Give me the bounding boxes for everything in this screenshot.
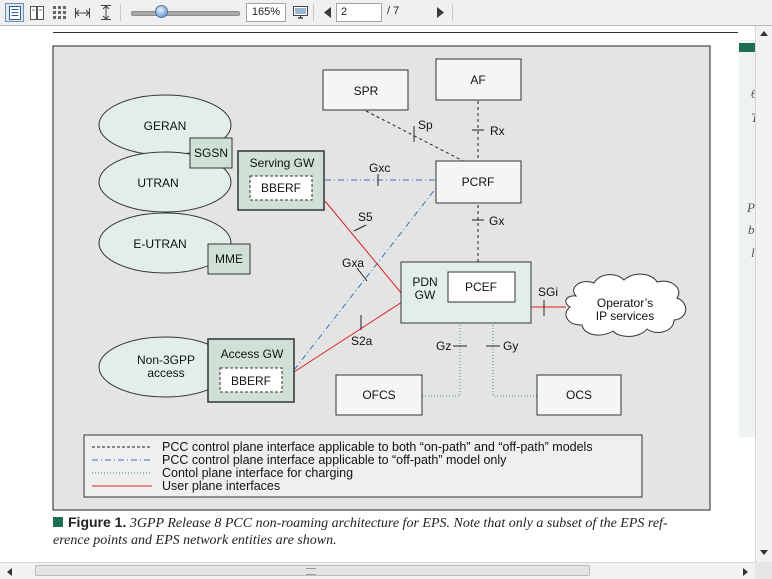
gxa-label: Gxa (342, 256, 364, 270)
page-total-label: / 7 (387, 5, 400, 17)
horizontal-scrollbar[interactable] (0, 562, 755, 579)
single-page-view-icon[interactable] (5, 3, 24, 22)
sp-label: Sp (418, 118, 433, 132)
mme-label: MME (215, 252, 243, 266)
pcrf-label: PCRF (462, 175, 495, 189)
non3gpp-label-line1: Non-3GPP (137, 353, 195, 367)
bberf-box (219, 367, 283, 393)
pcef-box (447, 271, 516, 303)
caption-text-line1: 3GPP Release 8 PCC non-roaming architect… (129, 516, 668, 531)
s5-link (324, 200, 403, 295)
scrollbar-corner (755, 562, 772, 579)
legend-text: PCC control plane interface applicable t… (162, 440, 593, 454)
adjacent-column-text: b (748, 222, 755, 237)
af-node (435, 58, 522, 101)
s5-tick (353, 224, 367, 232)
previous-page-icon[interactable] (318, 3, 337, 22)
adjacent-column-text: P (747, 200, 755, 215)
zoom-level-field[interactable]: 165% (246, 3, 286, 22)
geran-label: GERAN (144, 119, 187, 133)
thumbnail-grid-icon[interactable] (50, 3, 69, 22)
gy-label: Gy (503, 339, 518, 353)
pdn-gw-label-line2: GW (415, 288, 436, 302)
adjacent-column-header-bar (739, 43, 755, 52)
pcef-label: PCEF (465, 280, 497, 294)
fit-width-icon[interactable] (73, 3, 92, 22)
next-page-icon[interactable] (430, 3, 449, 22)
pcrf-node (435, 160, 522, 204)
adjacent-column-text: 6 (751, 86, 755, 102)
ofcs-label: OFCS (362, 388, 395, 402)
page-rule (53, 32, 738, 33)
legend-text: User plane interfaces (162, 479, 280, 493)
toolbar-separator (120, 4, 121, 21)
caption-label: Figure 1. (68, 514, 127, 530)
sgi-label: SGi (538, 285, 558, 299)
scroll-left-arrow-icon[interactable] (2, 564, 17, 579)
gz-link (422, 304, 461, 397)
pcc-architecture-figure: GERAN UTRAN E-UTRAN SGSN MME SPR AF Serv… (52, 45, 711, 511)
fit-height-icon[interactable] (96, 3, 115, 22)
gx-label: Gx (489, 214, 504, 228)
toolbar: 165% 2 / 7 (0, 0, 772, 26)
interface-ticks (353, 126, 545, 347)
utran-label: UTRAN (137, 176, 178, 190)
document-page: GERAN UTRAN E-UTRAN SGSN MME SPR AF Serv… (0, 26, 755, 562)
caption-text-line2: erence points and EPS network entities a… (53, 533, 337, 548)
caption-marker (53, 517, 63, 527)
bberf-box (249, 175, 313, 201)
page-number-field[interactable]: 2 (336, 3, 382, 22)
scroll-down-arrow-icon[interactable] (756, 545, 771, 560)
non3gpp-label-line2: access (147, 366, 184, 380)
sgsn-label: SGSN (194, 146, 228, 160)
toolbar-separator (313, 4, 314, 21)
gxa-tick (356, 267, 368, 282)
operator-ip-services-cloud (565, 273, 687, 337)
zoom-slider-thumb[interactable] (155, 5, 168, 18)
af-label: AF (470, 73, 485, 87)
mme-node (207, 243, 251, 275)
scroll-grip-icon (306, 568, 316, 575)
pdn-gw-label-line1: PDN (412, 275, 437, 289)
spr-label: SPR (354, 84, 379, 98)
legend-text: PCC control plane interface applicable t… (162, 453, 507, 467)
access-gw-label: Access GW (221, 347, 284, 361)
figure-caption: Figure 1. 3GPP Release 8 PCC non-roaming… (53, 514, 718, 549)
legend-box (83, 434, 643, 498)
s2a-link (293, 301, 403, 373)
adjacent-column-panel (739, 40, 755, 437)
eutran-node (98, 212, 232, 274)
bberf-label: BBERF (231, 374, 271, 388)
spr-node (322, 69, 409, 111)
sgsn-node (189, 137, 233, 169)
gxc-label: Gxc (369, 161, 390, 175)
gz-label: Gz (436, 339, 451, 353)
serving-gw-label: Serving GW (250, 156, 315, 170)
gy-link (492, 304, 537, 397)
sp-link (365, 110, 466, 163)
zoom-slider-track[interactable] (131, 11, 240, 16)
scroll-up-arrow-icon[interactable] (756, 26, 771, 41)
bberf-label: BBERF (261, 181, 301, 195)
ofcs-node (335, 374, 423, 416)
full-screen-icon[interactable] (291, 3, 310, 22)
adjacent-column-text: l (751, 245, 755, 260)
toolbar-separator (452, 4, 453, 21)
s2a-label: S2a (351, 334, 373, 348)
s5-label: S5 (358, 210, 373, 224)
adjacent-column-text: T (751, 110, 755, 126)
operator-label-line2: IP services (596, 309, 654, 323)
vertical-scrollbar[interactable] (755, 26, 772, 562)
operator-label-line1: Operator’s (597, 296, 653, 310)
horizontal-scroll-thumb[interactable] (35, 565, 590, 576)
ocs-node (536, 374, 622, 416)
eutran-label: E-UTRAN (133, 237, 186, 251)
scroll-right-arrow-icon[interactable] (738, 564, 753, 579)
two-page-view-icon[interactable] (27, 3, 46, 22)
legend-text: Contol plane interface for charging (162, 466, 353, 480)
ocs-label: OCS (566, 388, 592, 402)
rx-label: Rx (490, 124, 505, 138)
